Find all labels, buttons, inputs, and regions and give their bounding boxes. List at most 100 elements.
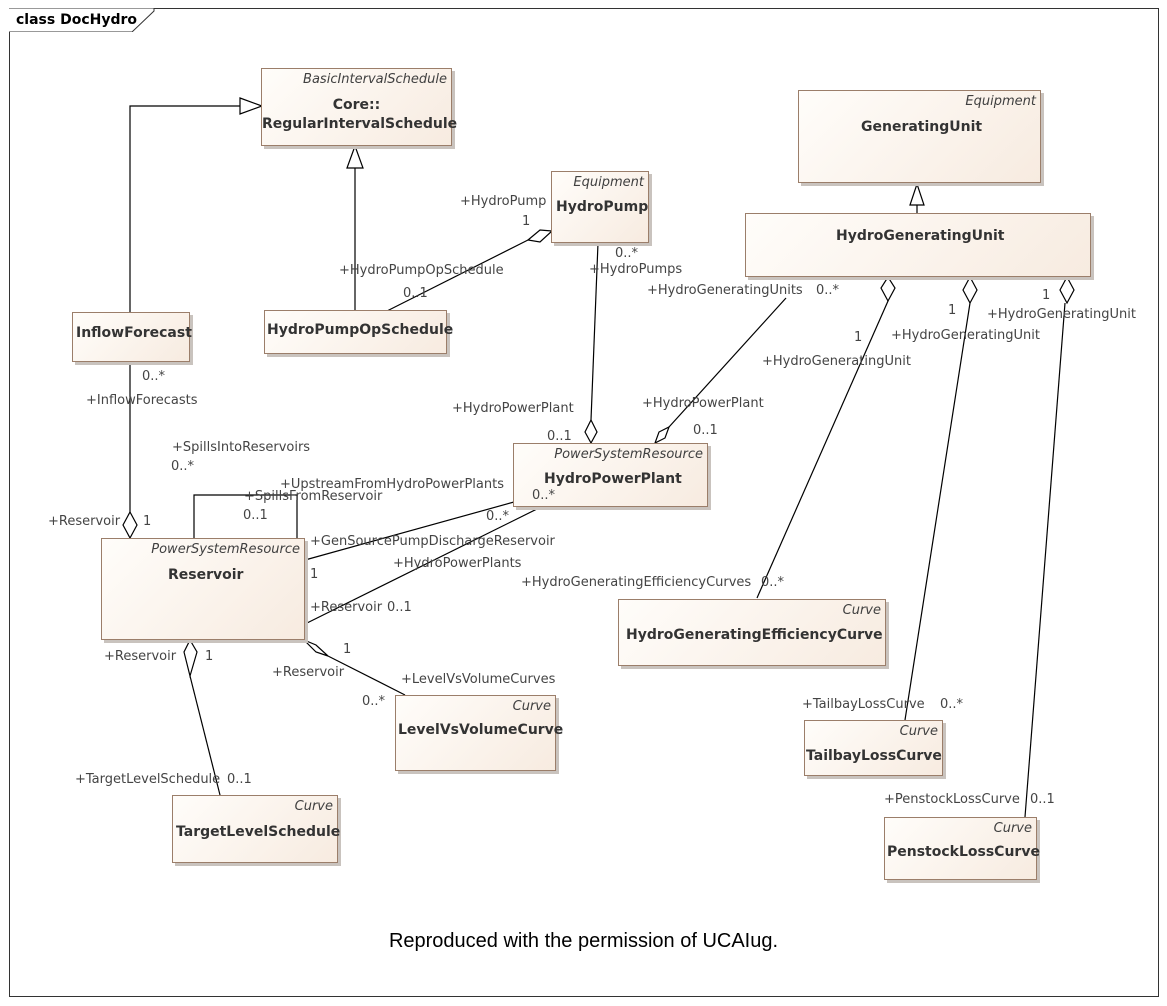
aggregation-diamond (122, 510, 138, 540)
multiplicity-label: 0..* (362, 694, 386, 709)
role-label: +LevelVsVolumeCurves (401, 672, 556, 687)
permission-footer: Reproduced with the permission of UCAIug… (388, 930, 779, 952)
class-generating-unit[interactable]: Equipment GeneratingUnit (798, 90, 1041, 183)
role-label: +HydroPowerPlants (393, 556, 522, 571)
generalization-arrowhead (346, 144, 364, 169)
class-name: LevelVsVolumeCurve (398, 722, 564, 738)
class-name: HydroPumpOpSchedule (267, 322, 454, 338)
class-name: GeneratingUnit (861, 119, 983, 135)
multiplicity-label: 0..1 (227, 772, 252, 787)
inflow-forecast-generalization (129, 105, 240, 312)
multiplicity-label: 1 (948, 303, 957, 318)
class-name: Reservoir (168, 567, 244, 583)
multiplicity-label: 1 (343, 642, 352, 657)
aggregation-diamond (183, 638, 198, 679)
class-name: TailbayLossCurve (806, 748, 942, 764)
frame-title: class DocHydro (16, 12, 138, 28)
multiplicity-label: 0..* (142, 369, 166, 384)
role-label: +HydroGeneratingUnit (762, 354, 911, 369)
stereotype-label: BasicIntervalSchedule (303, 72, 447, 87)
stereotype-label: Equipment (573, 175, 644, 190)
frame-tab (9, 8, 155, 32)
multiplicity-label: 0..* (171, 459, 195, 474)
class-hydro-generating-unit[interactable]: HydroGeneratingUnit (745, 213, 1091, 277)
class-penstock-loss-curve[interactable]: Curve PenstockLossCurve (884, 817, 1040, 880)
aggregation-diamond (653, 425, 671, 445)
multiplicity-label: 0..1 (243, 508, 268, 523)
multiplicity-label: 0..* (532, 488, 556, 503)
class-inflow-forecast[interactable]: InflowForecast (72, 312, 192, 362)
class-hydro-generating-efficiency-curve[interactable]: Curve HydroGeneratingEfficiencyCurve (618, 599, 886, 666)
class-tailbay-loss-curve[interactable]: Curve TailbayLossCurve (804, 720, 943, 776)
role-label: +Reservoir (272, 665, 345, 680)
generalization-arrowhead (239, 97, 264, 115)
multiplicity-label: 1 (854, 330, 863, 345)
aggregation-diamond (303, 639, 329, 657)
role-label: +TargetLevelSchedule (75, 772, 221, 787)
class-name: InflowForecast (76, 325, 192, 341)
class-name-line2: RegularIntervalSchedule (262, 116, 458, 132)
role-label: +Reservoir (310, 600, 383, 615)
role-label: +HydroGeneratingUnits (647, 283, 803, 298)
aggregation-diamond (526, 229, 554, 243)
aggregation-diamond (880, 275, 896, 303)
stereotype-label: PowerSystemResource (554, 447, 703, 462)
unit-efficiency-association (756, 300, 889, 599)
role-label: +HydroGeneratingEfficiencyCurves (521, 575, 752, 590)
multiplicity-label: 0..1 (693, 423, 718, 438)
aggregation-diamond (1059, 275, 1075, 305)
class-target-level-schedule[interactable]: Curve TargetLevelSchedule (172, 795, 341, 863)
role-label: +UpstreamFromHydroPowerPlants (280, 477, 504, 492)
stereotype-label: Curve (899, 724, 938, 739)
generalization-arrowhead (909, 182, 925, 206)
reservoir-level-association (327, 655, 406, 696)
class-name: TargetLevelSchedule (176, 824, 341, 840)
class-name: HydroGeneratingUnit (836, 228, 1005, 244)
multiplicity-label: 0..* (816, 283, 840, 298)
multiplicity-label: 1 (1042, 288, 1051, 303)
aggregation-diamond (962, 275, 978, 305)
pump-plant-association (590, 242, 599, 421)
role-label: +HydroPumpOpSchedule (339, 263, 504, 278)
aggregation-diamond (584, 418, 598, 445)
reservoir-plant-association-gensource (304, 506, 542, 625)
role-label: +Reservoir (104, 649, 177, 664)
class-level-vs-volume-curve[interactable]: Curve LevelVsVolumeCurve (395, 695, 564, 771)
stereotype-label: Curve (294, 799, 333, 814)
class-hydro-pump[interactable]: Equipment HydroPump (551, 171, 649, 243)
multiplicity-label: 1 (143, 514, 152, 529)
stereotype-label: PowerSystemResource (151, 542, 300, 557)
multiplicity-label: 0..* (940, 697, 964, 712)
role-label: +InflowForecasts (86, 393, 198, 408)
units-plant-association (668, 297, 787, 428)
role-label: +Reservoir (48, 514, 121, 529)
multiplicity-label: 0..1 (403, 286, 428, 301)
stereotype-label: Equipment (965, 94, 1036, 109)
reservoir-target-association (189, 675, 221, 796)
unit-penstock-association (1024, 302, 1066, 818)
multiplicity-label: 1 (310, 567, 319, 582)
role-label: +GenSourcePumpDischargeReservoir (310, 534, 555, 549)
class-name: PenstockLossCurve (887, 844, 1040, 860)
unit-tailbay-association (904, 302, 971, 721)
role-label: +HydroPump (460, 194, 547, 209)
class-name-line1: Core:: (332, 97, 381, 113)
role-label: +SpillsFromReservoir (244, 489, 383, 504)
multiplicity-label: 0..* (761, 575, 785, 590)
role-label: +HydroPowerPlant (642, 396, 764, 411)
multiplicity-label: 0..1 (547, 429, 572, 444)
class-regular-interval-schedule[interactable]: BasicIntervalSchedule Core:: RegularInte… (261, 68, 458, 146)
stereotype-label: Curve (512, 699, 551, 714)
class-name: HydroGeneratingEfficiencyCurve (626, 627, 883, 643)
role-label: +HydroGeneratingUnit (987, 307, 1136, 322)
multiplicity-label: 0..1 (387, 600, 412, 615)
multiplicity-label: 0..* (486, 509, 510, 524)
role-label: +PenstockLossCurve (884, 792, 1020, 807)
class-hydro-pump-op-schedule[interactable]: HydroPumpOpSchedule (264, 310, 454, 354)
multiplicity-label: 0..1 (1030, 792, 1055, 807)
class-hydro-power-plant[interactable]: PowerSystemResource HydroPowerPlant (513, 443, 708, 507)
role-label: +TailbayLossCurve (802, 697, 925, 712)
class-name: HydroPump (556, 199, 649, 215)
stereotype-label: Curve (993, 821, 1032, 836)
class-reservoir[interactable]: PowerSystemResource Reservoir (101, 538, 305, 640)
